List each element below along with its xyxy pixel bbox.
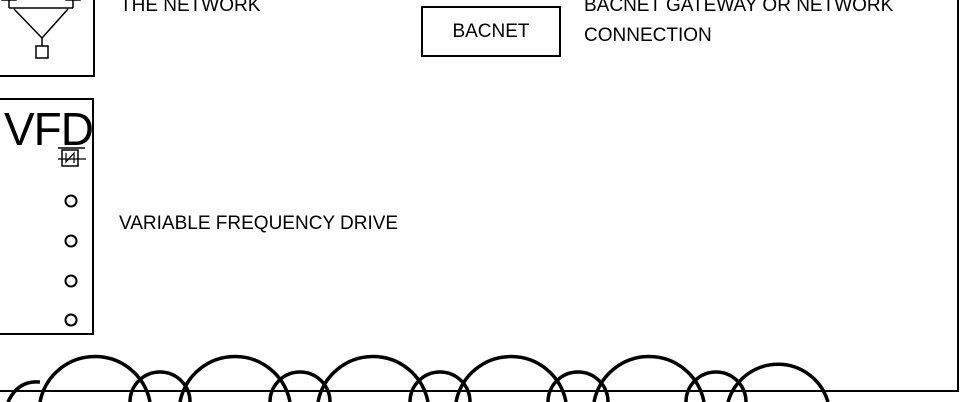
- network-node-bottom: [35, 45, 49, 59]
- vfd-symbol-frame: [0, 98, 94, 335]
- revision-cloud-arc: [38, 354, 152, 402]
- vfd-indicator-3: [64, 274, 78, 288]
- vfd-indicator-1: [64, 194, 78, 208]
- bacnet-symbol-label: BACNET: [452, 20, 530, 42]
- revision-cloud-arc: [268, 370, 332, 402]
- bacnet-symbol: BACNET: [421, 6, 561, 57]
- network-link-diagonals: [13, 8, 69, 40]
- vfd-disconnect-box: [61, 149, 79, 167]
- legend-border: [0, 0, 959, 392]
- revision-cloud-arc: [546, 370, 610, 402]
- revision-cloud-arc: [6, 380, 41, 402]
- revision-cloud-arc: [684, 370, 748, 402]
- bacnet-description-line2: CONNECTION: [584, 25, 712, 46]
- revision-cloud: [6, 354, 830, 402]
- vfd-description: VARIABLE FREQUENCY DRIVE: [119, 213, 399, 234]
- vfd-indicator-4: [64, 313, 78, 327]
- vfd-disconnect-switch: [65, 151, 75, 164]
- network-description: THE NETWORK: [120, 0, 261, 16]
- vfd-symbol-label: VFD: [4, 103, 94, 155]
- revision-cloud-arc: [726, 362, 830, 402]
- revision-cloud-arc: [178, 354, 292, 402]
- network-symbol-frame: [0, 0, 95, 77]
- vfd-indicator-2: [64, 234, 78, 248]
- revision-cloud-arc: [128, 370, 192, 402]
- revision-cloud-arc: [408, 370, 472, 402]
- bacnet-description-line1: BACNET GATEWAY OR NETWORK: [584, 0, 894, 16]
- vfd-symbol: [0, 98, 94, 335]
- network-symbol: [0, 0, 95, 77]
